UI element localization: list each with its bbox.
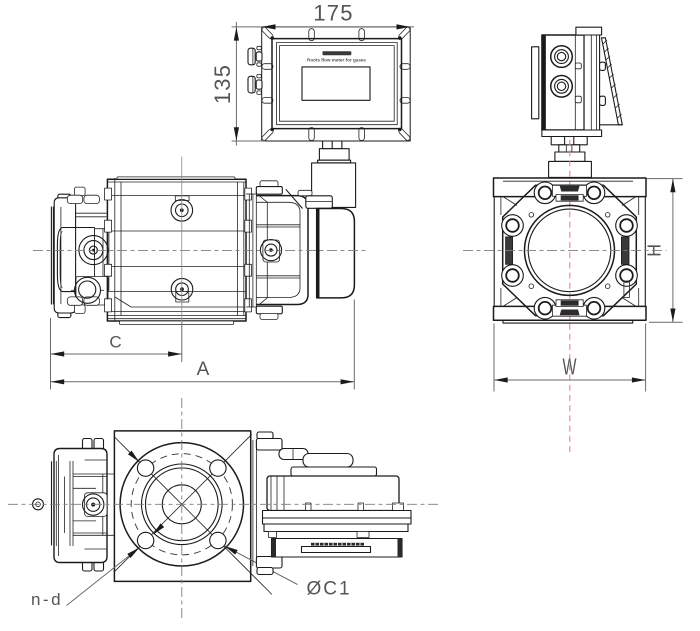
- svg-text:ØC1: ØC1: [306, 579, 351, 600]
- svg-text:A: A: [197, 359, 210, 380]
- svg-text:175: 175: [313, 1, 353, 26]
- svg-text:Roots flow meter for gases: Roots flow meter for gases: [307, 57, 366, 62]
- svg-text:135: 135: [210, 64, 235, 104]
- svg-text:W: W: [563, 354, 577, 380]
- svg-text:n-d: n-d: [31, 590, 63, 609]
- svg-text:C: C: [109, 333, 121, 352]
